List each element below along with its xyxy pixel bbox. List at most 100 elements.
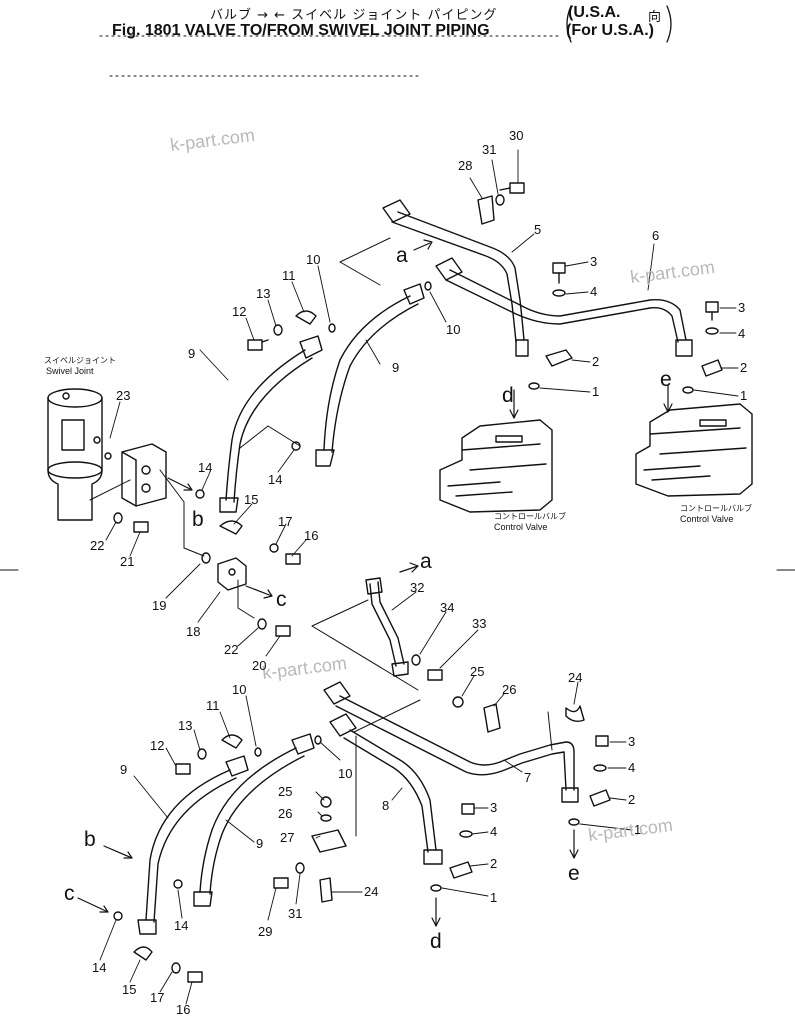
callout-number: 18 xyxy=(186,624,201,639)
callout-number: 24 xyxy=(364,884,379,899)
callout-number: 16 xyxy=(304,528,319,543)
callout-number: 15 xyxy=(244,492,259,507)
hose-9-right xyxy=(315,283,425,467)
callout-number: 11 xyxy=(282,268,296,283)
connection-letter-c: c xyxy=(276,588,287,611)
callout-number: 2 xyxy=(740,360,748,375)
callout-number: 10 xyxy=(446,322,461,337)
callout-number: 3 xyxy=(590,254,598,269)
flow-arrows-bottom xyxy=(77,562,579,927)
callout-number: 3 xyxy=(490,800,498,815)
callout-number: 25 xyxy=(470,664,485,679)
callout-number: 9 xyxy=(120,762,128,777)
callout-number: 17 xyxy=(150,990,165,1005)
callout-number: 20 xyxy=(252,658,267,673)
pipe-8 xyxy=(329,713,443,865)
callout-number: 26 xyxy=(502,682,517,697)
connection-letter-b: b xyxy=(84,828,96,851)
header-rules xyxy=(99,35,561,77)
leader-lines-bottom xyxy=(311,599,553,837)
callout-number: 17 xyxy=(278,514,293,529)
callout-number: 14 xyxy=(198,460,213,475)
control-valve-caption: Control Valve xyxy=(494,522,548,532)
control-valve-right xyxy=(635,403,753,497)
leader-lines-top xyxy=(89,237,391,619)
hose-9-bottom-right xyxy=(193,733,315,907)
callout-number: 9 xyxy=(256,836,264,851)
callout-number: 1 xyxy=(634,822,642,837)
callout-number: 34 xyxy=(440,600,455,615)
callout-number: 9 xyxy=(188,346,196,361)
flow-arrows-top xyxy=(167,239,673,599)
swivel-joint-caption-jp: スイベルジョイント xyxy=(44,356,116,365)
callout-number: 16 xyxy=(176,1002,191,1016)
callout-number: 12 xyxy=(150,738,165,753)
pipe-7 xyxy=(323,681,579,803)
callout-number: 29 xyxy=(258,924,273,939)
callout-number: 2 xyxy=(592,354,600,369)
control-valve-caption-jp: コントロールバルブ xyxy=(494,512,566,521)
callout-number: 4 xyxy=(490,824,498,839)
callout-number: 11 xyxy=(206,698,220,713)
swivel-joint-caption: Swivel Joint xyxy=(46,366,94,376)
callout-number: 10 xyxy=(306,252,321,267)
pipe-5 xyxy=(382,199,529,357)
callout-number: 10 xyxy=(338,766,353,781)
japanese-usa-mark: 向 xyxy=(648,10,663,25)
callout-number: 33 xyxy=(472,616,487,631)
callout-number: 31 xyxy=(482,142,497,157)
callout-number: 10 xyxy=(232,682,247,697)
callout-number: 3 xyxy=(738,300,746,315)
callout-number: 19 xyxy=(152,598,167,613)
usa-label-top: (U.S.A. xyxy=(568,4,621,21)
callout-number: 26 xyxy=(278,806,293,821)
connection-letter-d: d xyxy=(502,384,514,407)
control-valve-left xyxy=(439,419,553,513)
callout-number: 13 xyxy=(178,718,193,733)
control-valve-caption: Control Valve xyxy=(680,514,734,524)
callout-number: 21 xyxy=(120,554,135,569)
callout-number: 13 xyxy=(256,286,271,301)
callout-number: 8 xyxy=(382,798,390,813)
hose-9-left xyxy=(219,335,323,513)
connection-letter-a: a xyxy=(396,244,408,267)
connection-letter-e: e xyxy=(660,368,672,391)
pipe-32 xyxy=(365,577,409,677)
callout-number: 14 xyxy=(268,472,283,487)
callout-number: 2 xyxy=(628,792,636,807)
callout-number: 4 xyxy=(590,284,598,299)
callout-number: 28 xyxy=(458,158,473,173)
callout-number: 32 xyxy=(410,580,425,595)
callout-number: 1 xyxy=(490,890,498,905)
callout-number: 4 xyxy=(738,326,746,341)
callout-number: 22 xyxy=(90,538,105,553)
callout-number: 1 xyxy=(740,388,748,403)
callout-number: 24 xyxy=(568,670,583,685)
callout-number: 5 xyxy=(534,222,542,237)
callout-number: 12 xyxy=(232,304,247,319)
callout-number: 23 xyxy=(116,388,131,403)
connection-letter-b: b xyxy=(192,508,204,531)
callout-leaders xyxy=(99,149,739,1005)
callout-number: 27 xyxy=(280,830,295,845)
callout-number: 25 xyxy=(278,784,293,799)
header-brackets xyxy=(566,5,672,43)
callout-number: 2 xyxy=(490,856,498,871)
callout-number: 14 xyxy=(174,918,189,933)
callout-number: 9 xyxy=(392,360,400,375)
callout-number: 22 xyxy=(224,642,239,657)
hose-9-bottom-left xyxy=(137,755,249,935)
pipe-6 xyxy=(435,257,693,357)
connection-letter-a: a xyxy=(420,550,432,573)
connection-letter-c: c xyxy=(64,882,75,905)
figure-title: Fig. 1801 VALVE TO/FROM SWIVEL JOINT PIP… xyxy=(112,22,490,39)
connection-letter-e: e xyxy=(568,862,580,885)
callout-number: 30 xyxy=(509,128,524,143)
japanese-title: バルブ → ← スイベル ジョイント パイピング xyxy=(210,8,498,23)
callout-number: 6 xyxy=(652,228,660,243)
callout-number: 1 xyxy=(592,384,600,399)
small-parts-top xyxy=(113,182,723,637)
control-valve-caption-jp: コントロールバルブ xyxy=(680,504,752,513)
